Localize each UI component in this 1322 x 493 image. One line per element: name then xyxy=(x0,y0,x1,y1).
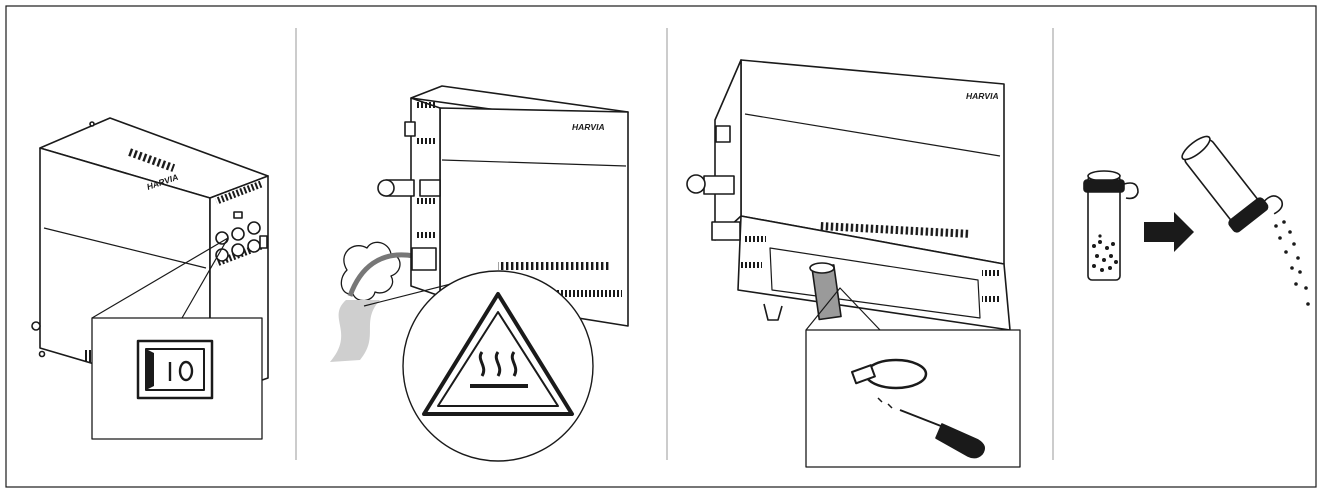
brand-logo: HARVIA xyxy=(966,91,999,101)
brand-logo: HARVIA xyxy=(572,122,605,132)
outer-frame xyxy=(5,5,1317,488)
steam-plume xyxy=(330,300,380,362)
panel-3-hose-clamp: HARVIA xyxy=(686,59,1021,468)
right-arrow-icon xyxy=(1144,212,1194,252)
panel-4-empty-filter xyxy=(1083,135,1310,306)
screwdriver-icon xyxy=(935,423,986,459)
callout-lines xyxy=(91,237,229,319)
panel-1-switch-off: HARVIA xyxy=(31,117,269,440)
steam-hose xyxy=(347,252,415,297)
panel-2-hot-warning: HARVIA xyxy=(330,85,629,462)
callout-box xyxy=(805,329,1021,468)
